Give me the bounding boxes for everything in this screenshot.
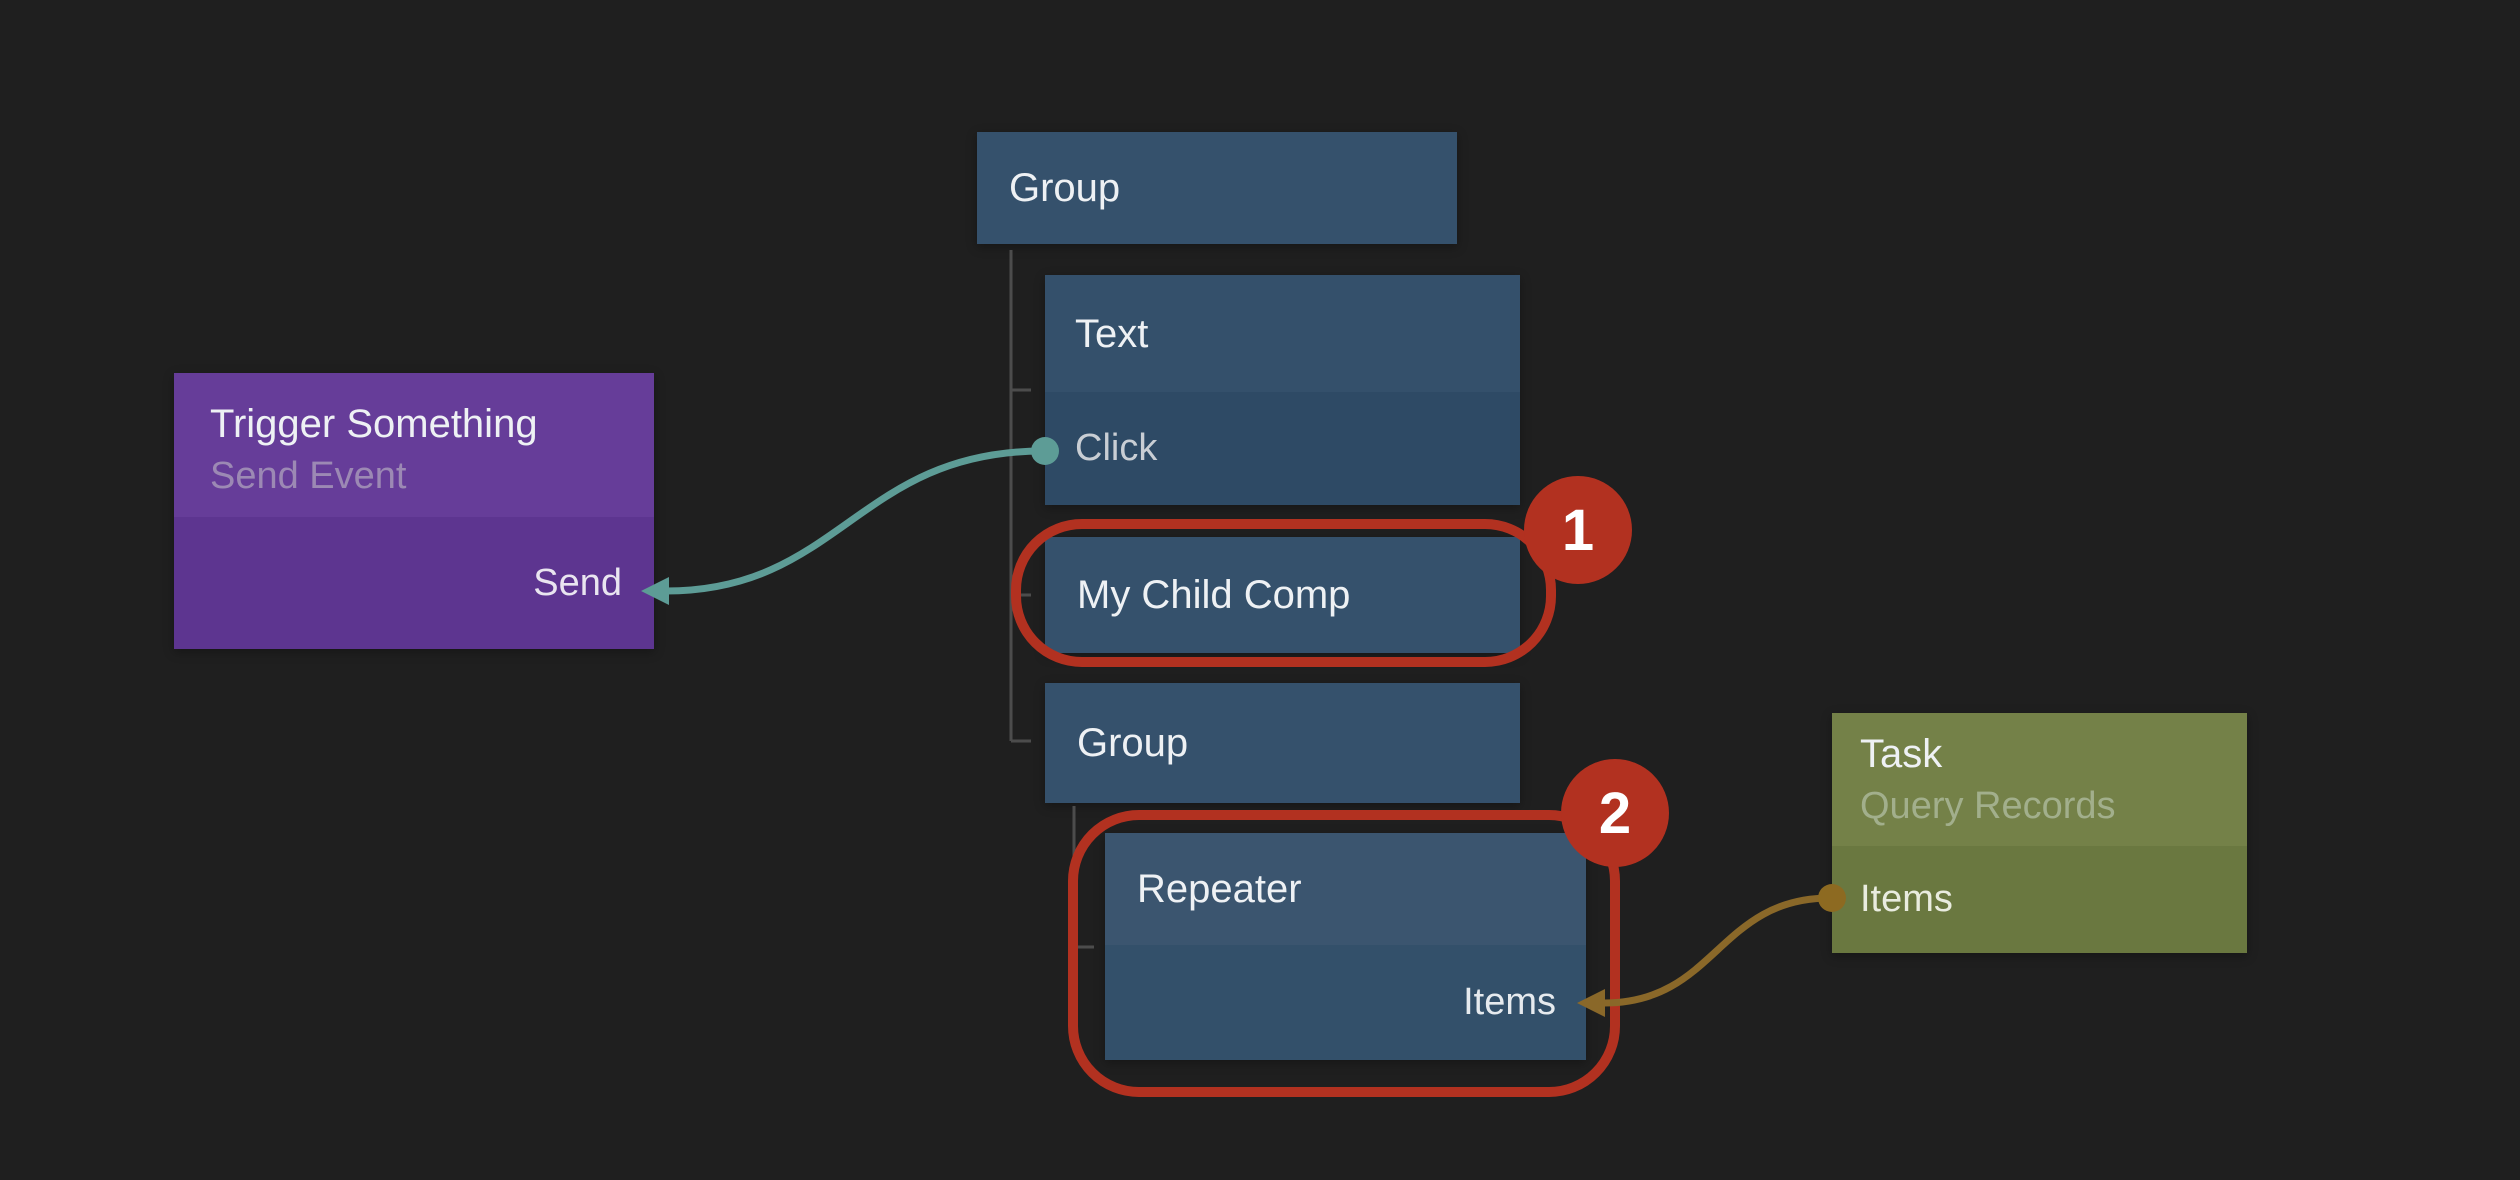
port-items-input[interactable]: Items [1463,981,1556,1023]
connection-send-to-click[interactable] [641,437,1059,605]
node-title: Repeater [1137,867,1302,911]
node-title: Text [1075,311,1149,356]
node-header: Trigger Something Send Event [174,373,654,517]
port-click[interactable]: Click [1075,427,1158,469]
node-header: Repeater [1105,833,1586,945]
node-header: Group [977,132,1457,244]
node-header: Group [1045,683,1520,803]
node-title: Group [1077,721,1189,765]
node-repeater[interactable]: Repeater Items [1105,833,1586,1060]
badge-number: 2 [1598,780,1632,846]
node-my-child-comp[interactable]: My Child Comp [1045,537,1520,653]
node-title: Trigger Something [210,402,538,447]
node-port-section: Click [1045,392,1520,505]
node-trigger-something[interactable]: Trigger Something Send Event Send [174,373,654,649]
node-subtitle: Query Records [1860,784,2116,827]
node-header: Task Query Records [1832,713,2247,846]
node-port-section: Items [1105,945,1586,1060]
annotation-badge-1: 1 [1524,476,1632,584]
connection-items-to-items[interactable] [1577,884,1846,1017]
node-port-section: Items [1832,846,2247,953]
port-send-output[interactable]: Send [533,561,622,604]
node-port-section: Send [174,517,654,649]
node-text[interactable]: Text Click [1045,275,1520,505]
connection-curve-teal[interactable] [662,447,1047,595]
node-header: My Child Comp [1045,537,1520,653]
node-title: Task [1860,731,1943,776]
badge-number: 1 [1561,497,1595,563]
annotation-badge-2: 2 [1561,759,1669,867]
node-group-top[interactable]: Group [977,132,1457,244]
node-header: Text [1045,275,1520,392]
node-title: My Child Comp [1077,573,1351,617]
port-items-output[interactable]: Items [1860,878,1953,920]
node-task-query-records[interactable]: Task Query Records Items [1832,713,2247,953]
node-subtitle: Send Event [210,455,407,498]
connection-curve-gold[interactable] [1600,894,1834,1007]
node-title: Group [1009,166,1121,210]
node-group-inner[interactable]: Group [1045,683,1520,803]
